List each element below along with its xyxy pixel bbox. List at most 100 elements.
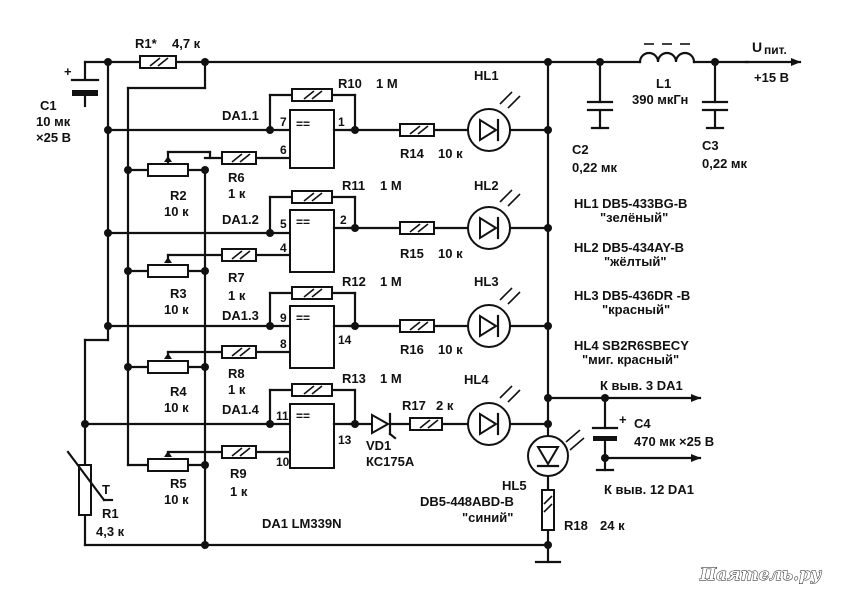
led-hl2: HL2 <box>467 178 521 250</box>
svg-text:1 М: 1 М <box>380 371 402 386</box>
svg-text:10 к: 10 к <box>438 342 463 357</box>
resistor-r13: R13 1 М <box>291 371 402 397</box>
svg-text:10 к: 10 к <box>164 204 189 219</box>
resistor-r9: R9 1 к <box>221 445 257 499</box>
resistor-r10: R10 1 М <box>291 76 398 102</box>
svg-text:4,7 к: 4,7 к <box>172 36 201 51</box>
led-hl5: HL5 DB5-448ABD-B "синий" <box>420 429 585 525</box>
svg-text:DA1.2: DA1.2 <box>222 212 259 227</box>
svg-text:8: 8 <box>280 337 287 351</box>
svg-text:C4: C4 <box>634 416 651 431</box>
svg-text:DB5-448ABD-B: DB5-448ABD-B <box>420 494 514 509</box>
svg-text:R1*: R1* <box>135 36 158 51</box>
svg-text:КС175А: КС175А <box>366 454 415 469</box>
svg-text:13: 13 <box>338 433 352 447</box>
svg-text:10: 10 <box>276 455 290 469</box>
svg-text:10 мк: 10 мк <box>36 114 71 129</box>
svg-text:К выв. 3 DA1: К выв. 3 DA1 <box>600 378 683 393</box>
svg-text:R5: R5 <box>170 476 187 491</box>
pot-r4: R4 10 к <box>147 353 189 415</box>
svg-text:×25 В: ×25 В <box>36 130 71 145</box>
resistor-r17: R17 2 к <box>402 398 454 431</box>
svg-text:DA1.1: DA1.1 <box>222 108 259 123</box>
svg-text:R14: R14 <box>400 146 425 161</box>
svg-text:11: 11 <box>276 409 289 423</box>
svg-text:7: 7 <box>280 115 287 129</box>
svg-text:R8: R8 <box>228 366 245 381</box>
svg-text:R3: R3 <box>170 286 187 301</box>
svg-text:==: == <box>296 117 310 131</box>
svg-text:0,22 мк: 0,22 мк <box>572 160 618 175</box>
svg-text:R1: R1 <box>102 506 119 521</box>
resistor-r11: R11 1 М <box>291 178 402 204</box>
svg-text:10 к: 10 к <box>164 302 189 317</box>
svg-text:390 мкГн: 390 мкГн <box>632 92 688 107</box>
inductor-l1: L1 390 мкГн <box>632 43 696 107</box>
resistor-r7: R7 1 к <box>221 248 257 303</box>
svg-text:R2: R2 <box>170 188 187 203</box>
comparator-da14: == DA1.4 11 10 13 <box>222 402 352 469</box>
zener-vd1: VD1 КС175А <box>366 412 415 469</box>
svg-text:HL5: HL5 <box>502 478 527 493</box>
svg-text:HL4: HL4 <box>464 372 489 387</box>
svg-text:9: 9 <box>280 311 287 325</box>
svg-text:10 к: 10 к <box>164 400 189 415</box>
capacitor-c2: C2 0,22 мк <box>572 100 618 175</box>
svg-text:К выв. 12 DA1: К выв. 12 DA1 <box>604 482 694 497</box>
svg-text:HL1 DB5-433BG-B: HL1 DB5-433BG-B <box>574 196 687 211</box>
led-spec-list: HL1 DB5-433BG-B "зелёный" HL2 DB5-434AY-… <box>574 196 690 367</box>
svg-text:==: == <box>296 409 310 423</box>
pot-r2: R2 10 к <box>147 156 189 219</box>
svg-text:R7: R7 <box>228 270 245 285</box>
resistor-r1-thermistor: T R1 4,3 к <box>66 450 125 539</box>
ic-label: DA1 LM339N <box>262 516 341 531</box>
led-hl1: HL1 <box>467 68 521 152</box>
capacitor-c1: + C1 10 мк ×25 В <box>36 64 100 145</box>
svg-text:"жёлтый": "жёлтый" <box>604 254 667 269</box>
svg-text:14: 14 <box>338 333 352 347</box>
resistor-r12: R12 1 М <box>291 274 402 300</box>
svg-text:R12: R12 <box>342 274 366 289</box>
svg-text:1 М: 1 М <box>376 76 398 91</box>
svg-text:HL1: HL1 <box>474 68 499 83</box>
resistor-r14: R14 10 к <box>399 123 463 161</box>
pot-r5: R5 10 к <box>147 451 189 507</box>
svg-text:HL4 SB2R6SBECY: HL4 SB2R6SBECY <box>574 338 689 353</box>
resistor-r18: R18 24 к <box>541 489 625 533</box>
svg-text:1: 1 <box>338 115 345 129</box>
comparator-da11: == DA1.1 7 6 1 <box>222 108 352 169</box>
svg-text:2: 2 <box>340 213 347 227</box>
svg-text:R13: R13 <box>342 371 366 386</box>
svg-text:2 к: 2 к <box>436 398 454 413</box>
svg-text:1 к: 1 к <box>228 288 246 303</box>
led-hl3: HL3 <box>467 274 521 348</box>
svg-text:R4: R4 <box>170 384 187 399</box>
svg-text:4: 4 <box>280 241 287 255</box>
svg-text:HL3 DB5-436DR -B: HL3 DB5-436DR -B <box>574 288 690 303</box>
svg-text:R10: R10 <box>338 76 362 91</box>
svg-text:R18: R18 <box>564 518 588 533</box>
svg-text:1 к: 1 к <box>230 484 248 499</box>
svg-text:1 М: 1 М <box>380 178 402 193</box>
svg-text:C2: C2 <box>572 142 589 157</box>
svg-text:L1: L1 <box>656 76 671 91</box>
svg-text:10 к: 10 к <box>438 146 463 161</box>
svg-text:R16: R16 <box>400 342 424 357</box>
svg-text:R15: R15 <box>400 246 424 261</box>
svg-text:1 к: 1 к <box>228 186 246 201</box>
resistor-r1star: R1* 4,7 к <box>135 36 201 69</box>
svg-text:+15 В: +15 В <box>754 70 789 85</box>
svg-text:R6: R6 <box>228 170 245 185</box>
svg-text:1 к: 1 к <box>228 382 246 397</box>
svg-text:R9: R9 <box>230 466 247 481</box>
svg-text:0,22 мк: 0,22 мк <box>702 156 748 171</box>
svg-text:==: == <box>296 215 310 229</box>
resistor-r16: R16 10 к <box>399 319 463 357</box>
svg-text:+: + <box>64 64 72 79</box>
svg-text:DA1.3: DA1.3 <box>222 308 259 323</box>
svg-text:1 М: 1 М <box>380 274 402 289</box>
svg-text:4,3 к: 4,3 к <box>96 524 125 539</box>
junctions <box>81 58 719 549</box>
capacitor-c3: C3 0,22 мк <box>701 100 748 171</box>
